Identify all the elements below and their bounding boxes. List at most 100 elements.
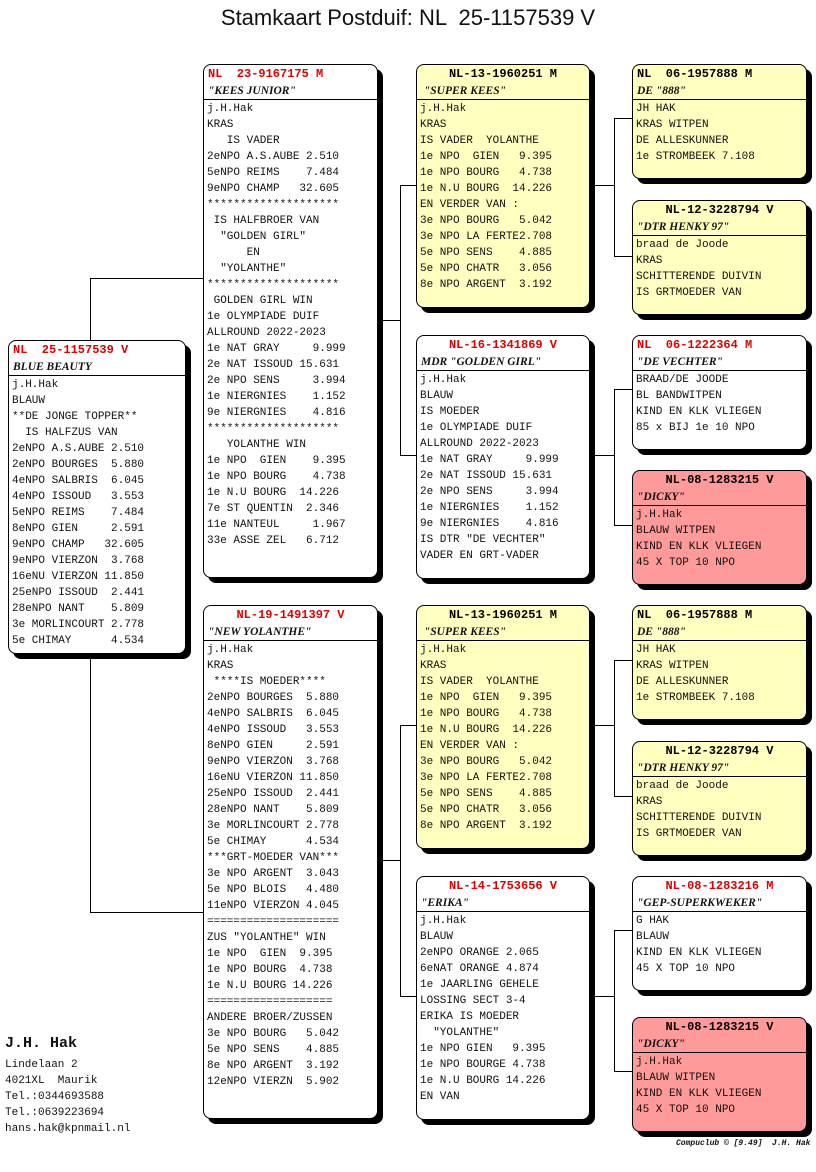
detail-line: 3e NPO LA FERTE2.708 (420, 772, 553, 784)
detail-line: 5e NPO BLOIS 4.480 (207, 884, 340, 896)
detail-line: KRAS (207, 119, 234, 131)
detail-line: 1e NAT GRAY 9.999 (207, 343, 346, 355)
detail-line: 8e NPO ARGENT 3.192 (420, 820, 553, 832)
detail-line: 1e STROMBEEK 7.108 (636, 151, 755, 163)
detail-line: 33e ASSE ZEL 6.712 (207, 535, 340, 547)
pigeon-name: BLUE BEAUTY (9, 359, 185, 376)
connector-line (614, 1071, 632, 1072)
detail-line: 85 x BIJ 1e 10 NPO (636, 422, 755, 434)
detail-line: 45 X TOP 10 NPO (636, 557, 736, 569)
owner-email: hans.hak@kpnmail.nl (5, 1123, 131, 1135)
ring-number: NL-08-1283216 M (665, 879, 774, 893)
detail-line: 5e NPO CHATR 3.056 (420, 804, 553, 816)
detail-line: 1e NPO GIEN 9.395 (207, 948, 333, 960)
connector-line (614, 525, 632, 526)
ring-number: NL-08-1283215 V (665, 473, 774, 487)
detail-line: KRAS (636, 255, 663, 267)
connector-line (588, 996, 615, 997)
connector-line (614, 660, 615, 797)
detail-line: VADER EN GRT-VADER (420, 550, 539, 562)
detail-line: 2eNPO BOURGES 5.880 (12, 459, 145, 471)
detail-line: 5eNPO REIMS 7.484 (12, 507, 145, 519)
detail-line: ****IS MOEDER**** (207, 676, 326, 688)
detail-line: EN VERDER VAN : (420, 199, 520, 211)
ring-number: NL-12-3228794 V (665, 203, 774, 217)
detail-line: ******************** (207, 423, 340, 435)
detail-line: j.H.Hak (636, 1056, 683, 1068)
ring-number: NL-19-1491397 V (236, 608, 345, 622)
connector-line (614, 389, 615, 526)
detail-line: KIND EN KLK VLIEGEN (636, 947, 762, 959)
detail-line: ==================== (207, 916, 340, 928)
detail-line: 5e CHIMAY 4.534 (207, 836, 340, 848)
detail-line: KRAS WITPEN (636, 119, 709, 131)
connector-line (614, 930, 615, 1072)
detail-line: BLAUW WITPEN (636, 525, 716, 537)
detail-line: 1e STROMBEEK 7.108 (636, 692, 755, 704)
connector-line (588, 725, 615, 726)
detail-line: 9e NIERGNIES 4.816 (207, 407, 346, 419)
connector-line (90, 278, 91, 340)
ring-number: NL-13-1960251 M (448, 67, 558, 81)
detail-line: 28eNPO NANT 5.809 (207, 804, 340, 816)
detail-line: 3e MORLINCOURT 2.778 (12, 619, 145, 631)
pigeon-card-fmf: NL 06-1222364 M"DE VECHTER"BRAAD/DE JOOD… (632, 335, 807, 450)
detail-line: 2e NAT ISSOUD 15.631 (420, 470, 553, 482)
connector-line (614, 660, 632, 661)
detail-line: 3e MORLINCOURT 2.778 (207, 820, 340, 832)
detail-line: BLAUW (12, 395, 46, 407)
detail-line: 1e NAT GRAY 9.999 (420, 454, 559, 466)
ring-number: NL-16-1341869 V (448, 338, 558, 352)
detail-line: 1e NIERGNIES 1.152 (420, 502, 559, 514)
detail-line: KIND EN KLK VLIEGEN (636, 406, 762, 418)
detail-line: 2eNPO A.S.AUBE 2.510 (207, 151, 340, 163)
detail-line: 5e NPO SENS 4.885 (207, 1044, 340, 1056)
detail-line: 8eNPO GIEN 2.591 (12, 523, 145, 535)
pigeon-name: "KEES JUNIOR" (204, 83, 377, 100)
detail-line: 3e NPO LA FERTE2.708 (420, 231, 553, 243)
detail-line: KIND EN KLK VLIEGEN (636, 541, 762, 553)
pigeon-name: "ERIKA" (417, 895, 589, 912)
detail-line: 4eNPO SALBRIS 6.045 (207, 708, 340, 720)
detail-line: KRAS (420, 119, 447, 131)
detail-line: 4eNPO ISSOUD 3.553 (207, 724, 340, 736)
detail-line: 9e NIERGNIES 4.816 (420, 518, 559, 530)
owner-name: J.H. Hak (5, 1035, 78, 1052)
pigeon-card-ffm: NL-12-3228794 V"DTR HENKY 97"braad de Jo… (632, 200, 807, 315)
detail-line: 1e JAARLING GEHELE (420, 979, 539, 991)
detail-line: 1e OLYMPIADE DUIF (420, 422, 533, 434)
detail-line: 4eNPO SALBRIS 6.045 (12, 475, 145, 487)
detail-line: BLAUW WITPEN (636, 1072, 716, 1084)
detail-line: 9eNPO VIERZON 3.768 (12, 555, 145, 567)
detail-line: 2e NPO SENS 3.994 (207, 375, 346, 387)
detail-line: j.H.Hak (420, 374, 467, 386)
detail-line: IS GRTMOEDER VAN (636, 828, 742, 840)
connector-line (400, 185, 401, 456)
detail-line: 3e NPO BOURG 5.042 (420, 215, 553, 227)
page-title: Stamkaart Postduif: NL 25-1157539 V (220, 5, 596, 30)
connector-line (376, 860, 401, 861)
detail-line: ***GRT-MOEDER VAN*** (207, 852, 340, 864)
detail-line: 2e NAT ISSOUD 15.631 (207, 359, 340, 371)
detail-line: G HAK (636, 915, 670, 927)
detail-line: IS MOEDER (420, 406, 480, 418)
detail-line: 1e NPO GIEN 9.395 (420, 1043, 546, 1055)
detail-line: j.H.Hak (420, 644, 467, 656)
detail-line: 1e NPO GIEN 9.395 (420, 692, 553, 704)
detail-line: 45 X TOP 10 NPO (636, 1104, 736, 1116)
